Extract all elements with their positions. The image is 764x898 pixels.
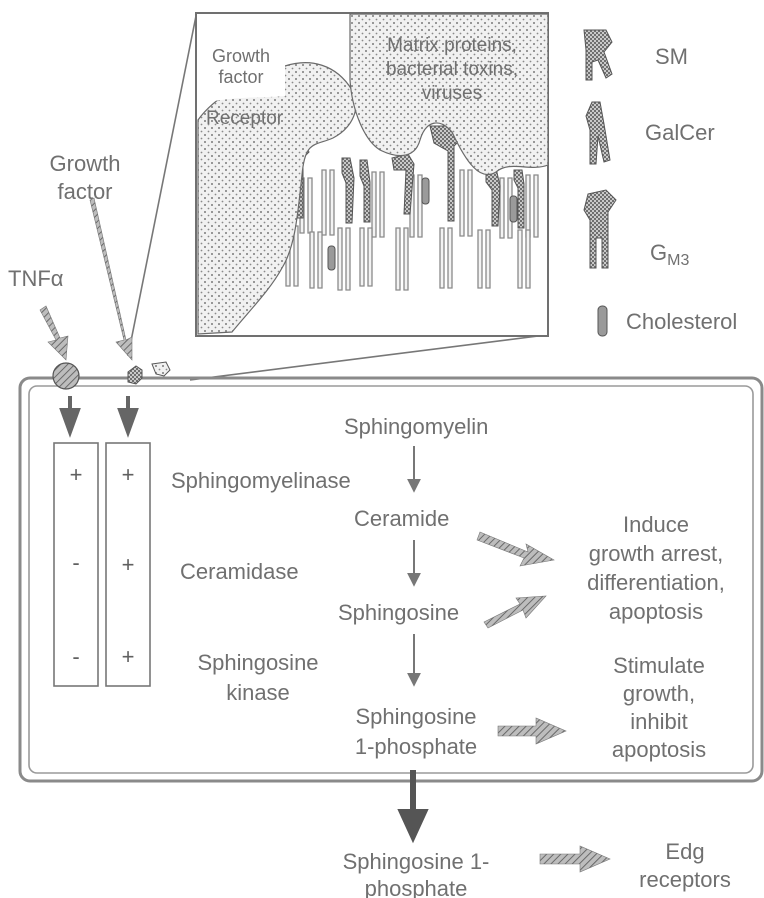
legend-gm3-label: GM3	[650, 240, 689, 274]
gf-sign-kinase: +	[113, 644, 143, 670]
pathway-sphingosine: Sphingosine	[338, 600, 459, 626]
ceramide-effect-arrow	[477, 532, 554, 566]
gf-sign-ceramidase: +	[113, 552, 143, 578]
inset-receptor-label: Receptor	[206, 106, 283, 132]
growth-factor-incoming-arrow	[90, 198, 132, 360]
inset-matrix-label: Matrix proteins,bacterial toxins,viruses	[356, 34, 548, 106]
extracellular-s1p: Sphingosine 1-phosphate	[330, 848, 502, 898]
tnf-sign-ceramidase: -	[61, 550, 91, 576]
sm-glyph	[584, 30, 612, 80]
tnf-alpha-label: TNFα	[8, 266, 63, 292]
gf-down-arrow	[120, 396, 136, 432]
zoom-line-right	[190, 335, 546, 380]
cholesterol-legend-glyph	[598, 306, 607, 336]
s1p-effect-arrow	[498, 718, 566, 744]
sphingosine-effect-arrow	[484, 596, 546, 628]
tnf-sign-kinase: -	[61, 644, 91, 670]
enzyme-sphingomyelinase: Sphingomyelinase	[171, 468, 351, 494]
edg-arrow	[540, 846, 610, 872]
tnf-receptor	[53, 363, 79, 389]
tnf-sign-sphingomyelinase: +	[61, 462, 91, 488]
legend-cholesterol-label: Cholesterol	[626, 309, 737, 335]
legend-glyphs	[584, 30, 616, 268]
growth-factor-receptor	[128, 366, 142, 384]
pathway-sphingomyelin: Sphingomyelin	[344, 414, 488, 440]
gf-sign-sphingomyelinase: +	[113, 462, 143, 488]
tnf-incoming-arrow	[40, 306, 68, 360]
tnf-down-arrow	[62, 396, 78, 432]
gm3-glyph	[584, 190, 616, 268]
legend-sm-label: SM	[655, 44, 688, 70]
galcer-glyph	[586, 102, 610, 164]
growth-factor-ligand	[152, 362, 170, 376]
legend-galcer-label: GalCer	[645, 120, 715, 146]
enzyme-ceramidase: Ceramidase	[180, 559, 299, 585]
pathway-ceramide: Ceramide	[354, 506, 449, 532]
